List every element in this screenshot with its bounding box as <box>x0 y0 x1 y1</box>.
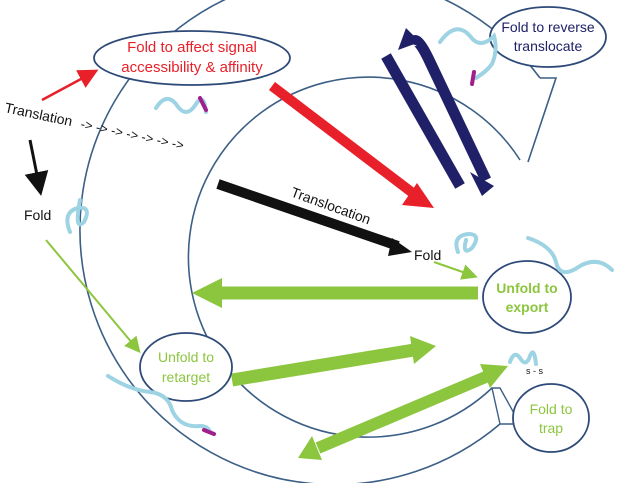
translation-to-signal-arrow <box>41 69 99 102</box>
export-label-line1: Unfold to <box>496 280 557 296</box>
green-retarget-arrow <box>230 336 436 387</box>
fold-to-export-arrow <box>433 261 478 280</box>
fold-left-label: Fold <box>24 207 51 223</box>
trap-ellipse <box>512 383 590 453</box>
green-trap-double-arrow <box>298 364 508 460</box>
reverse-label-line2: translocate <box>514 38 583 54</box>
signal-label-line1: Fold to affect signal <box>127 39 257 56</box>
trap-label-line2: trap <box>539 420 563 436</box>
retarget-label-line2: retarget <box>162 369 210 385</box>
reverse-ellipse <box>489 6 607 68</box>
trap-label-line1: Fold to <box>530 401 573 417</box>
disulfide-bond-icon: s - s <box>526 366 543 376</box>
protein-coil-icon <box>65 27 614 434</box>
translocation-arrow <box>216 179 412 256</box>
signal-peptide-icon <box>198 70 476 436</box>
red-arrow <box>268 82 434 208</box>
retarget-ellipse <box>139 332 233 402</box>
retarget-label-line1: Unfold to <box>158 349 214 365</box>
fold-to-retarget-arrow <box>45 239 141 354</box>
export-label-line2: export <box>506 299 549 315</box>
translation-dashes: -> -> -> -> -> -> -> <box>79 116 185 153</box>
green-export-arrow <box>192 278 478 308</box>
navy-reverse-arrow <box>381 28 494 196</box>
reverse-label-line1: Fold to reverse <box>501 19 595 35</box>
signal-ellipse <box>93 30 291 86</box>
export-ellipse <box>482 260 572 334</box>
membrane-inner <box>187 76 521 438</box>
translation-to-fold-arrow <box>24 139 49 196</box>
signal-label-line2: accessibility & affinity <box>121 59 263 76</box>
translation-label: Translation <box>3 99 74 129</box>
fold-center-label: Fold <box>414 247 441 263</box>
